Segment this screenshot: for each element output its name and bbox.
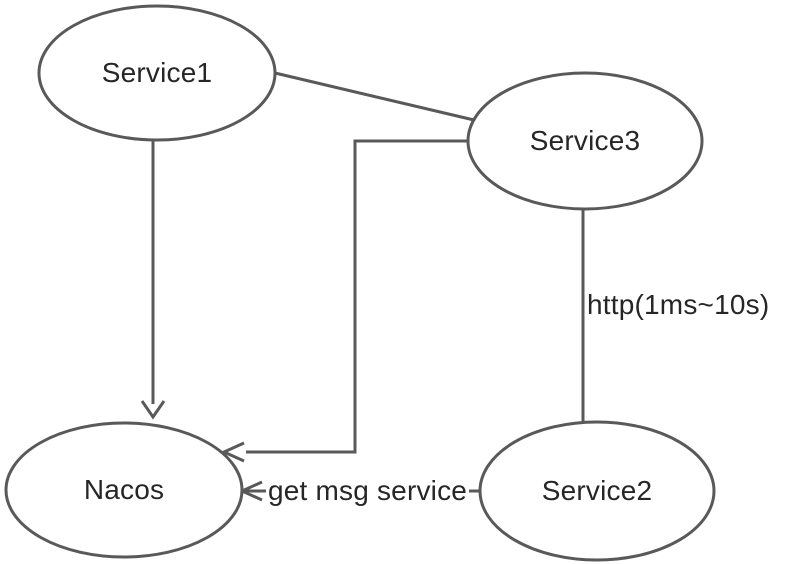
arrowhead-left-icon bbox=[220, 441, 245, 463]
node-service3-ellipse bbox=[466, 71, 704, 211]
node-nacos-label: Nacos bbox=[83, 474, 165, 505]
node-service2-ellipse bbox=[478, 420, 716, 562]
node-service1-label: Service1 bbox=[101, 57, 213, 88]
node-service2-label: Service2 bbox=[541, 475, 653, 506]
edge-service1-service3 bbox=[274, 71, 475, 122]
node-nacos-ellipse bbox=[4, 421, 244, 559]
edge-service3-nacos-elbow bbox=[246, 139, 468, 454]
node-service1-ellipse bbox=[37, 4, 277, 142]
arrowhead-down-icon bbox=[140, 400, 166, 420]
edge-label-http: http(1ms~10s) bbox=[587, 289, 770, 321]
node-service3-label: Service3 bbox=[529, 125, 641, 156]
edge-label-get-msg: get msg service bbox=[266, 475, 470, 507]
